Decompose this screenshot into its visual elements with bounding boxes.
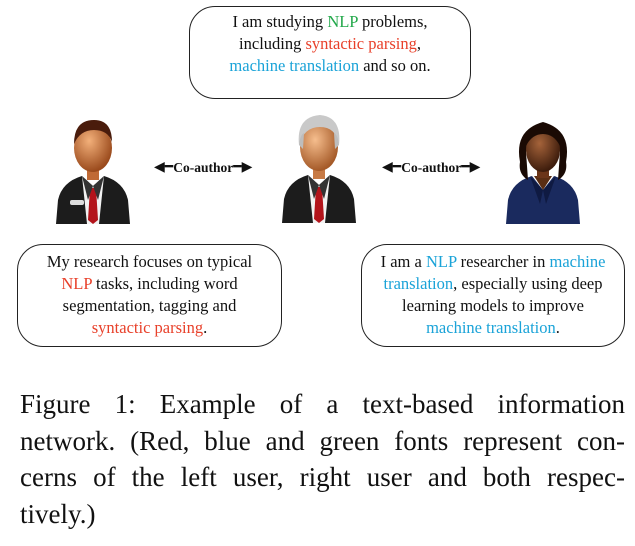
arrow-left-icon: ◀━ xyxy=(154,160,174,175)
caption-line: Figure 1: Example of a text-based inform… xyxy=(20,389,625,419)
text: and so on. xyxy=(359,56,431,75)
caption-line: network. (Red, blue and green fonts repr… xyxy=(20,425,625,456)
coauthor-link-right: ◀━ Co-author ━▶ xyxy=(382,160,480,176)
left-user-icon xyxy=(56,120,130,224)
coauthor-label: Co-author xyxy=(173,160,234,175)
bubble-line: learning models to improve xyxy=(402,296,584,315)
blue-term: translation xyxy=(383,274,454,293)
text: . xyxy=(203,318,208,337)
arrow-right-icon: ━▶ xyxy=(461,160,481,175)
bubble-line: including syntactic parsing, xyxy=(190,33,470,55)
green-term: NLP xyxy=(327,12,358,31)
center-user-icon xyxy=(282,115,356,223)
red-term: syntactic parsing xyxy=(305,34,417,53)
coauthor-link-left: ◀━ Co-author ━▶ xyxy=(154,160,252,176)
red-term: NLP xyxy=(61,274,92,293)
blue-term: machine translation xyxy=(229,56,360,75)
bubble-line: My research focuses on typical xyxy=(46,252,253,271)
arrow-right-icon: ━▶ xyxy=(233,160,253,175)
caption-line: cerns of the left user, right user and b… xyxy=(20,462,625,492)
blue-term: machine xyxy=(549,252,606,271)
bubble-line: NLP tasks, including word xyxy=(18,273,281,295)
left-user-bubble: My research focuses on typical NLP tasks… xyxy=(17,244,282,347)
bubble-line: machine translation and so on. xyxy=(190,55,470,77)
blue-term: NLP xyxy=(425,252,457,271)
arrow-left-icon: ◀━ xyxy=(382,160,402,175)
right-user-bubble: I am a NLP researcher in machine transla… xyxy=(361,244,625,347)
caption-line: tively.) xyxy=(20,498,96,529)
bubble-line: machine translation. xyxy=(362,317,624,339)
blue-term: machine translation xyxy=(426,318,556,337)
text: researcher in xyxy=(456,252,550,271)
text: including xyxy=(239,34,306,53)
bubble-line: I am a NLP researcher in machine xyxy=(362,251,624,273)
coauthor-label: Co-author xyxy=(401,160,462,175)
bubble-line: I am studying NLP problems, xyxy=(190,11,470,33)
text: problems, xyxy=(357,12,428,31)
text: I am studying xyxy=(232,12,328,31)
red-term: syntactic parsing xyxy=(91,318,204,337)
bubble-line: syntactic parsing. xyxy=(18,317,281,339)
bubble-line: segmentation, tagging and xyxy=(62,296,237,315)
figure-caption: Figure 1: Example of a text-based inform… xyxy=(20,386,625,532)
text: tasks, including word xyxy=(91,274,238,293)
center-user-bubble: I am studying NLP problems, including sy… xyxy=(189,6,471,99)
text: . xyxy=(555,318,560,337)
text: , especially using deep xyxy=(453,274,603,293)
bubble-line: translation, especially using deep xyxy=(362,273,624,295)
text: , xyxy=(416,34,421,53)
right-user-icon xyxy=(506,122,580,224)
text: I am a xyxy=(380,252,426,271)
